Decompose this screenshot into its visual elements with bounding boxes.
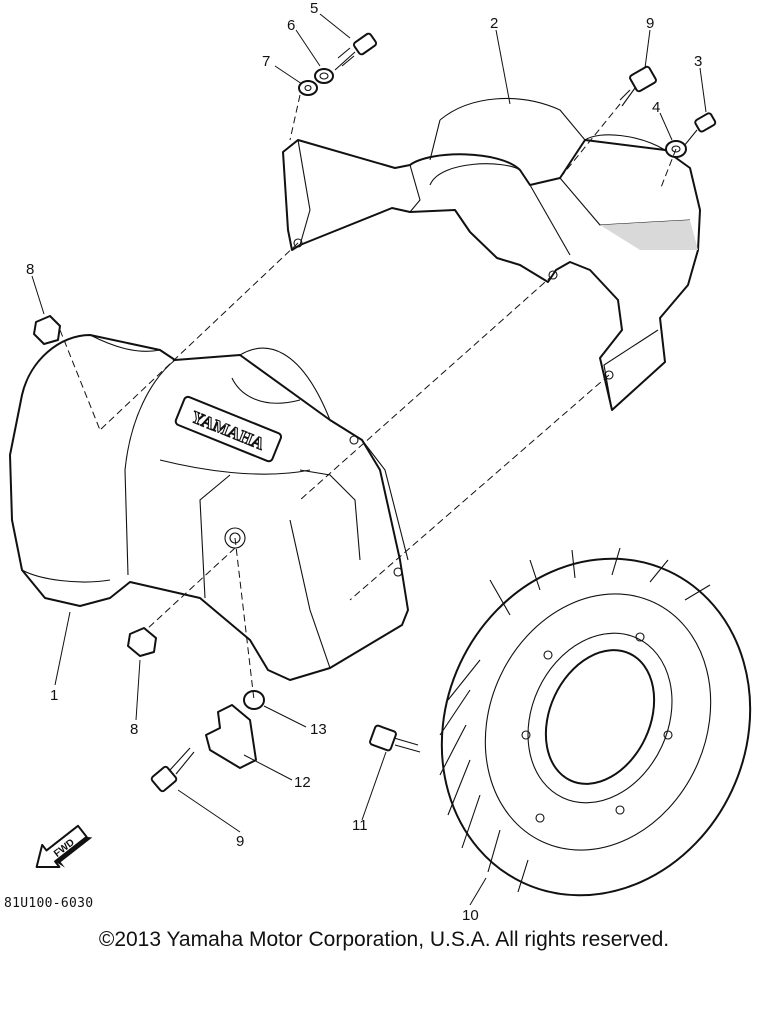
part-9-bolt-top [619, 65, 657, 107]
callout-4: 4 [652, 99, 660, 116]
callout-3: 3 [694, 53, 702, 70]
part-2-upper-shroud [282, 97, 701, 411]
callout-12: 12 [294, 774, 311, 791]
callout-5: 5 [310, 0, 318, 17]
part-7-washer [298, 80, 318, 96]
part-10-flywheel-fan [439, 547, 752, 897]
part-1-front-cover: YAMAHA [9, 334, 409, 681]
part-8-nut-top [33, 315, 61, 345]
callout-2: 2 [490, 15, 498, 32]
part-12-clip [205, 704, 257, 769]
callout-9-bottom: 9 [236, 833, 244, 850]
fwd-arrow-icon: FWD [35, 824, 93, 869]
alignment-lines [59, 94, 677, 701]
leader-lines [31, 13, 707, 906]
callout-8-bottom: 8 [130, 721, 138, 738]
callout-6: 6 [287, 17, 295, 34]
callout-1: 1 [50, 687, 58, 704]
part-5-screw [334, 32, 378, 71]
part-6-washer [314, 68, 334, 84]
callout-7: 7 [262, 53, 270, 70]
callout-11: 11 [352, 817, 368, 834]
callout-9-top: 9 [646, 15, 654, 32]
part-11-bolt [369, 724, 421, 753]
callout-8-top: 8 [26, 261, 34, 278]
diagram-code: 81U100-6030 [4, 896, 94, 911]
part-8-nut-bottom [127, 627, 157, 657]
part-3-screw [683, 112, 717, 147]
callouts: 5 6 7 2 9 3 4 8 1 8 13 12 9 11 10 [26, 0, 702, 924]
callout-10: 10 [462, 907, 479, 924]
callout-13: 13 [310, 721, 327, 738]
part-9-bolt-bottom [150, 747, 195, 793]
part-13-grommet [243, 690, 265, 710]
copyright-text: ©2013 Yamaha Motor Corporation, U.S.A. A… [98, 928, 670, 951]
